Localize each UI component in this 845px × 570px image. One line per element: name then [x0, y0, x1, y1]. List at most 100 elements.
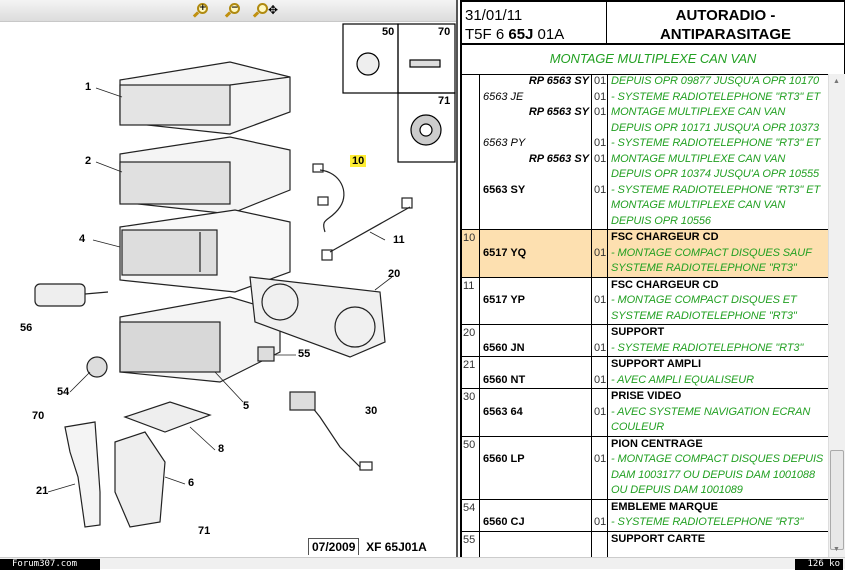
- part-qty: [592, 121, 608, 137]
- part-title: SUPPORT: [611, 326, 665, 338]
- ref-prefix: T5F 6: [465, 26, 509, 43]
- part-desc: - SYSTEME RADIOTELEPHONE "RT3": [611, 341, 804, 354]
- part-ref: 6560 JN: [483, 341, 525, 354]
- table-row[interactable]: 11 FSC CHARGEUR CD 6517 YP 01 - MONTAGE COMP…: [462, 277, 828, 325]
- row-index: 54: [463, 501, 476, 514]
- part-ref: RP 6563 SY: [528, 106, 589, 118]
- callout-4: 4: [79, 233, 86, 245]
- table-row[interactable]: 54 EMBLEME MARQUE 6560 CJ 01 - SYSTEME RADIO…: [462, 499, 828, 532]
- parts-table[interactable]: RP 6563 SY 01 DEPUIS OPR 09877 JUSQU'A OPR…: [460, 74, 828, 557]
- part-desc: - MONTAGE COMPACT DISQUES SAUF SYSTEME R…: [611, 246, 812, 275]
- part-qty: 01: [594, 294, 607, 306]
- part-qty: [592, 167, 608, 183]
- support-20: [249, 276, 386, 358]
- callout-50: 50: [382, 26, 395, 38]
- scroll-down-icon[interactable]: ▼: [833, 546, 840, 553]
- callout-1: 1: [85, 81, 92, 93]
- row-index: 11: [463, 279, 475, 292]
- cable-11: [321, 197, 413, 261]
- part-qty: 01: [594, 152, 607, 165]
- site-label: Forum307.com: [0, 559, 100, 570]
- part-title: SUPPORT AMPLI: [611, 358, 702, 370]
- footer-date: 07/2009: [308, 538, 360, 555]
- table-row[interactable]: RP 6563 SY 01 DEPUIS OPR 09877 JUSQU'A OPR…: [462, 74, 828, 230]
- row-index: 21: [463, 359, 476, 371]
- part-desc: - MONTAGE COMPACT DISQUES DEPUIS DAM 100…: [611, 453, 824, 496]
- part-desc: DEPUIS OPR 09877 JUSQU'A OPR 10170: [611, 75, 819, 87]
- part-desc: - SYSTEME RADIOTELEPHONE "RT3": [611, 516, 804, 528]
- part-ref: 6560 NT: [483, 373, 526, 386]
- callout-8: 8: [218, 443, 225, 455]
- row-index: 30: [463, 391, 476, 403]
- footer-ref: XF 65J01A: [366, 540, 427, 554]
- part-desc: DEPUIS OPR 10374 JUSQU'A OPR 10555: [611, 168, 819, 180]
- row-index: [462, 74, 480, 229]
- part-ref: [480, 167, 592, 183]
- scroll-up-icon[interactable]: ▲: [833, 78, 840, 85]
- support-amp-21: [64, 421, 101, 528]
- status-bar: Forum307.com 126 ko: [0, 557, 845, 570]
- part-qty: 01: [594, 453, 607, 465]
- part-title: FSC CHARGEUR CD: [611, 231, 719, 243]
- callout-71-inset: 71: [438, 95, 451, 107]
- part-desc: DEPUIS OPR 10171 JUSQU'A OPR 10373: [611, 121, 819, 134]
- battery-56: [34, 283, 109, 307]
- table-row[interactable]: 20 SUPPORT 6560 JN 01 - SYSTEME RADIOTELEPHO…: [462, 325, 828, 357]
- part-desc: MONTAGE MULTIPLEXE CAN VAN: [611, 152, 786, 165]
- part-qty: 01: [594, 75, 607, 87]
- zoom-pan-icon[interactable]: ✥: [252, 3, 281, 19]
- part-ref: 6563 PY: [483, 137, 526, 149]
- part-desc: - SYSTEME RADIOTELEPHONE "RT3" ET: [611, 183, 821, 196]
- row-index: 20: [463, 327, 476, 339]
- file-size: 126 ko: [795, 559, 843, 570]
- part-ref: 6517 YP: [483, 294, 526, 306]
- callout-70: 70: [32, 410, 45, 422]
- callout-70-inset: 70: [438, 26, 451, 38]
- zoom-in-icon[interactable]: +: [192, 3, 211, 19]
- part-qty: 01: [594, 106, 607, 118]
- part-qty: 01: [594, 90, 607, 103]
- callout-30: 30: [365, 405, 378, 417]
- part-qty: 01: [594, 516, 607, 528]
- part-desc: - SYSTEME RADIOTELEPHONE "RT3" ET: [611, 90, 821, 103]
- part-qty: 01: [594, 373, 607, 386]
- part-qty: 01: [594, 341, 607, 354]
- diagram-footer: 07/2009 XF 65J01A: [308, 538, 427, 555]
- callout-10[interactable]: 10: [350, 155, 367, 167]
- radio-unit-1: [119, 61, 291, 135]
- part-desc: MONTAGE MULTIPLEXE CAN VAN: [611, 199, 786, 211]
- header-date: 31/01/11: [465, 7, 523, 24]
- part-ref: 6560 LP: [483, 453, 525, 465]
- part-ref: 6563 JE: [483, 90, 524, 103]
- cd-disc-8: [123, 401, 212, 433]
- part-title: FSC CHARGEUR CD: [611, 278, 719, 291]
- part-desc: - AVEC AMPLI EQUALISEUR: [611, 373, 754, 386]
- radio-unit-5: [119, 296, 281, 383]
- callout-6: 6: [188, 477, 195, 489]
- part-ref: 6560 CJ: [483, 516, 525, 528]
- row-index: 10: [463, 232, 476, 244]
- subtitle: MONTAGE MULTIPLEXE CAN VAN: [460, 44, 845, 75]
- parts-list-panel: 31/01/11 T5F 6 65J 01A AUTORADIO - ANTIP…: [460, 0, 845, 557]
- callout-5: 5: [243, 400, 250, 412]
- scrollbar[interactable]: ▲ ▼: [828, 74, 845, 557]
- title-line-2: ANTIPARASITAGE: [659, 26, 792, 43]
- part-desc: - MONTAGE COMPACT DISQUES ET SYSTEME RAD…: [611, 294, 797, 322]
- scrollbar-thumb[interactable]: [830, 450, 844, 550]
- part-title: SUPPORT CARTE: [611, 532, 706, 545]
- callout-71: 71: [198, 525, 211, 537]
- part-ref: RP 6563 SY: [528, 75, 589, 87]
- part-title: EMBLEME MARQUE: [611, 500, 718, 513]
- part-ref: 6563 SY: [483, 183, 526, 196]
- inset-boxes: [342, 23, 456, 163]
- part-qty: 01: [594, 137, 607, 149]
- zoom-out-icon[interactable]: −: [224, 3, 243, 19]
- table-row[interactable]: 21 SUPPORT AMPLI 6560 NT 01 - AVEC AMPLI EQU…: [462, 357, 828, 389]
- header-date-ref: 31/01/11 T5F 6 65J 01A: [460, 0, 607, 45]
- zoom-toolbar: + − ✥: [0, 0, 456, 22]
- callout-11: 11: [393, 234, 405, 246]
